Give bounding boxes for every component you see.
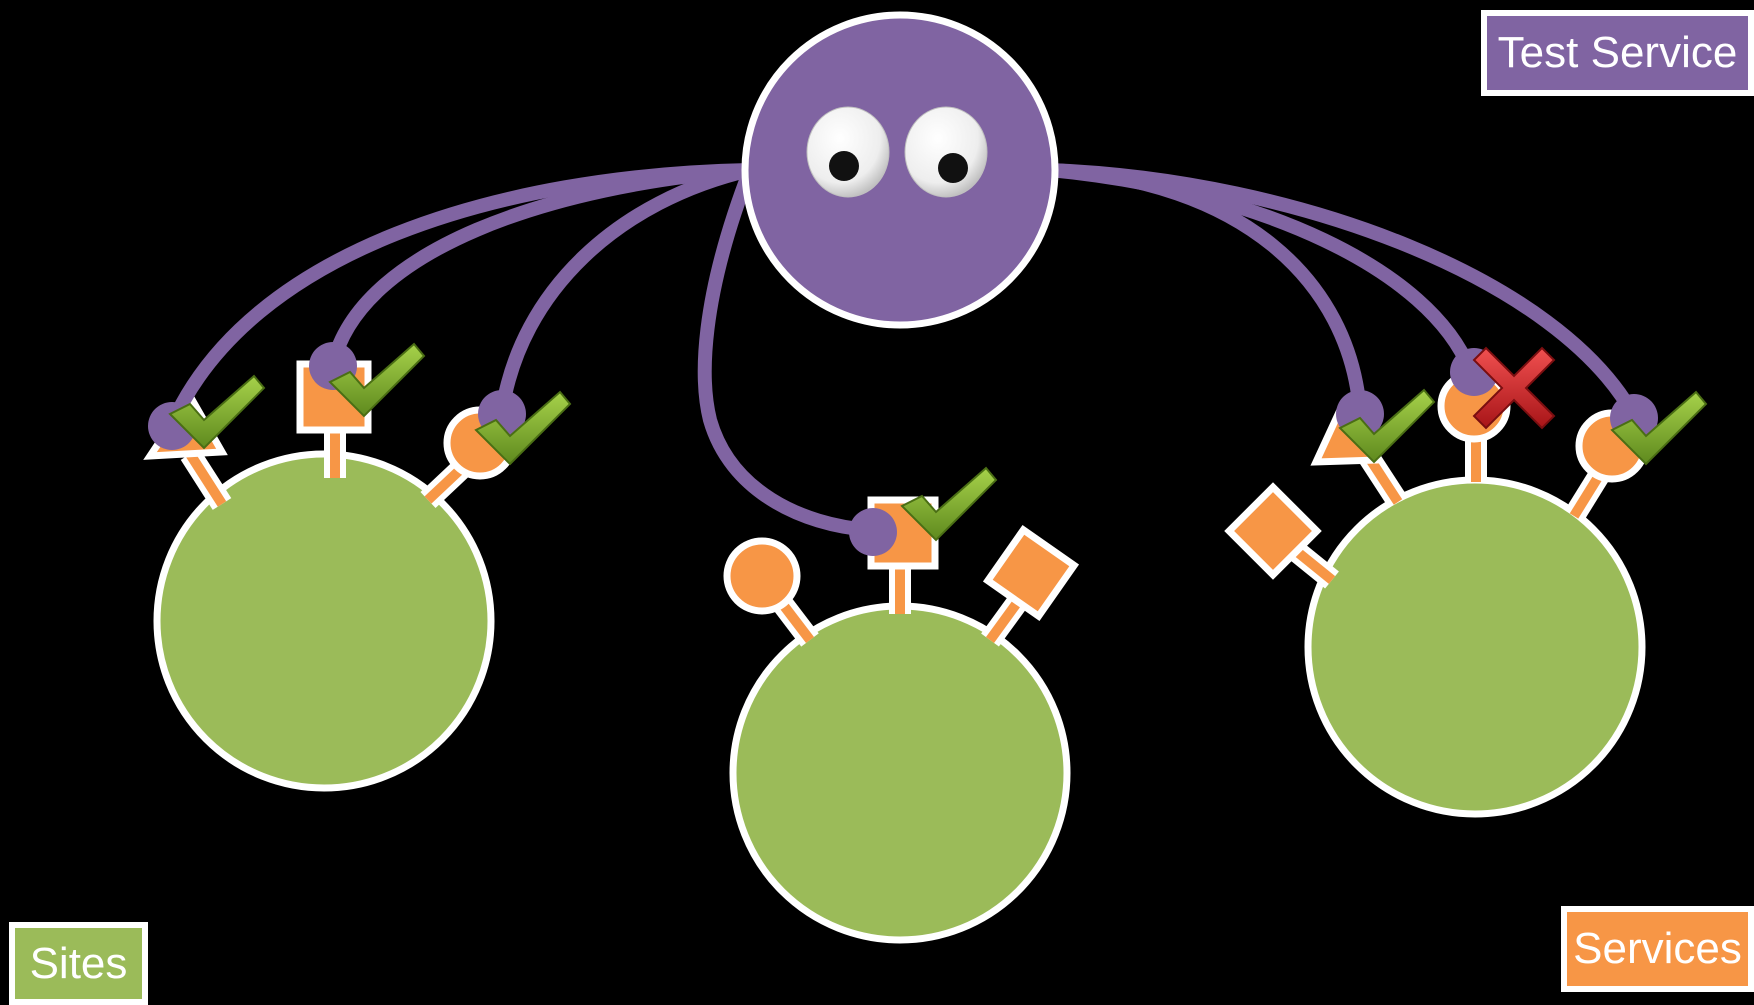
connection-left-circle: [495, 163, 757, 419]
site-node-left: [153, 450, 495, 792]
test-service-node: [741, 11, 1059, 329]
connection-middle-square: [697, 163, 877, 537]
connection-left-square: [326, 163, 757, 371]
service-circle-middle-site: [723, 537, 801, 615]
legend-services-label: Services: [1573, 924, 1742, 973]
test-connections: [165, 163, 1641, 537]
legend-test-service: Test Service: [1481, 10, 1754, 96]
connection-right-circle: [1043, 163, 1641, 423]
legend-services: Services: [1561, 906, 1754, 992]
googly-eyes-icon: [806, 106, 988, 198]
legend-test-service-label: Test Service: [1497, 28, 1738, 77]
site-node-middle: [729, 602, 1071, 944]
service-diamond-middle-site: [982, 524, 1080, 622]
connection-endpoints: [148, 342, 1658, 556]
legend-sites-label: Sites: [29, 938, 128, 988]
service-diamond-right-site: [1224, 482, 1322, 580]
legend-sites: Sites: [9, 922, 148, 1005]
site-node-right: [1304, 476, 1646, 818]
